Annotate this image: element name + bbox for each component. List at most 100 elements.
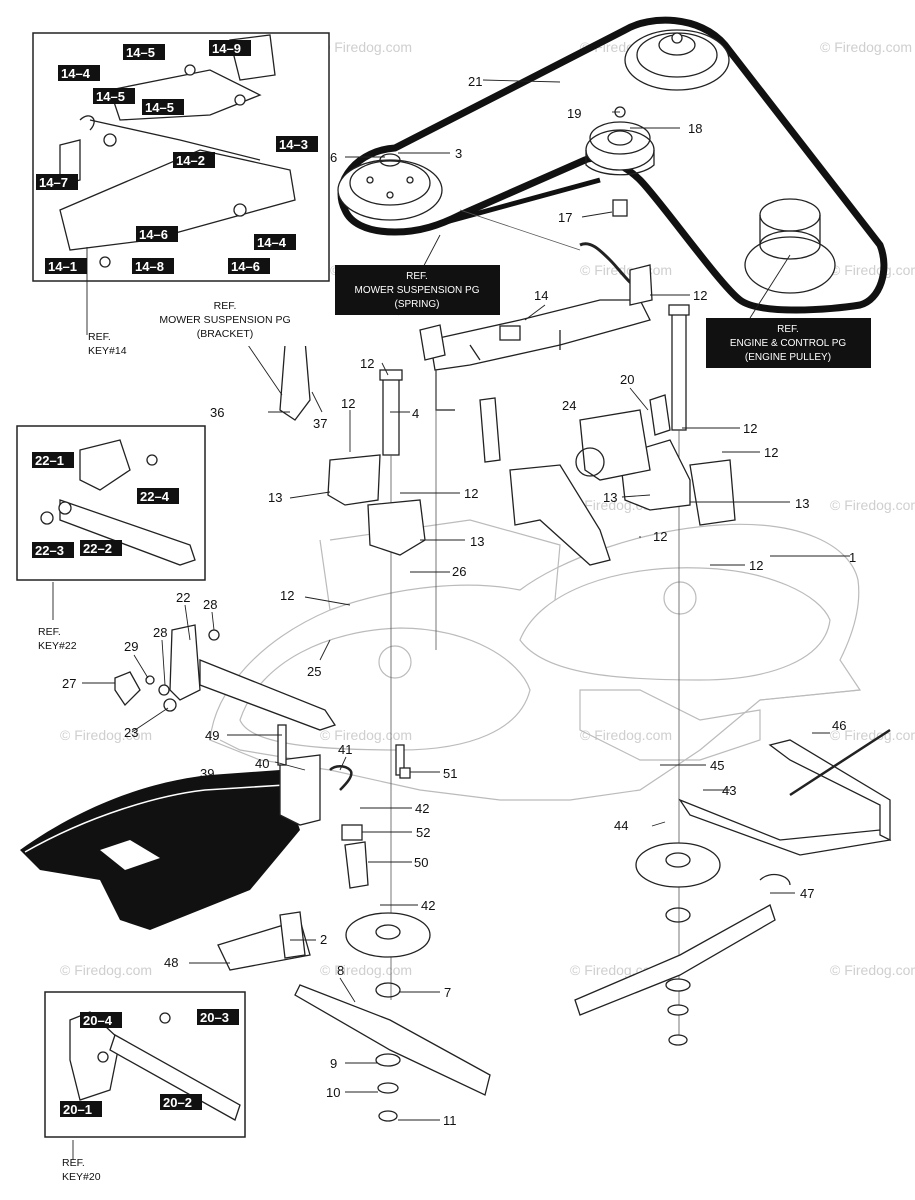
watermark: © Firedog.com	[830, 262, 915, 278]
svg-text:(ENGINE PULLEY): (ENGINE PULLEY)	[745, 352, 831, 363]
callout-14-3: 14–3	[279, 137, 308, 152]
callout-12: 12	[743, 421, 757, 436]
idler-pulley	[585, 106, 655, 217]
drive-belt	[337, 16, 888, 314]
ref-key22: REF. KEY#22	[38, 626, 77, 652]
callout-17: 17	[558, 210, 572, 225]
callout-27: 27	[62, 676, 76, 691]
callout-52: 52	[416, 825, 430, 840]
callout-14-4: 14–4	[257, 235, 287, 250]
svg-text:(SPRING): (SPRING)	[395, 299, 440, 310]
right-blade-assembly	[574, 842, 776, 1046]
callout-14-5: 14–5	[126, 45, 155, 60]
watermark: © Firedog.com	[580, 262, 672, 278]
callout-11: 11	[443, 1113, 457, 1128]
callout-12: 12	[764, 445, 778, 460]
callout-39: 39	[200, 766, 214, 781]
callout-12: 12	[693, 288, 707, 303]
callout-23: 23	[124, 725, 138, 740]
callout-14-5: 14–5	[145, 100, 174, 115]
callout-42: 42	[415, 801, 429, 816]
watermark: © Firedog.com	[320, 727, 412, 743]
callout-10: 10	[326, 1085, 340, 1100]
callout-51: 51	[443, 766, 457, 781]
deck-brackets	[279, 339, 671, 566]
watermark: © Firedog.com	[820, 39, 912, 55]
callout-20-4: 20–4	[83, 1013, 113, 1028]
watermark: © Firedog.com	[60, 962, 152, 978]
svg-text:KEY#20: KEY#20	[62, 1171, 101, 1183]
callout-22-2: 22–2	[83, 541, 112, 556]
callout-12: 12	[464, 486, 478, 501]
callout-20-1: 20–1	[63, 1102, 92, 1117]
callout-14-1: 14–1	[48, 259, 77, 274]
callout-20: 20	[620, 372, 634, 387]
callout-12: 12	[653, 529, 667, 544]
callout-1: 1	[849, 550, 856, 565]
spindle-housings	[327, 439, 736, 556]
watermark: © Firedog.com	[320, 39, 412, 55]
callout-8: 8	[337, 963, 344, 978]
callout-47: 47	[800, 886, 814, 901]
callout-49: 49	[205, 728, 219, 743]
callout-2: 2	[320, 932, 327, 947]
watermark: © Firedog.com	[830, 962, 915, 978]
callout-14-9: 14–9	[212, 41, 241, 56]
svg-text:KEY#22: KEY#22	[38, 640, 77, 652]
svg-text:REF.: REF.	[406, 271, 428, 282]
svg-text:KEY#14: KEY#14	[88, 345, 127, 357]
discharge-chute	[20, 770, 300, 930]
callout-44: 44	[614, 818, 628, 833]
pulley-top	[624, 29, 730, 91]
callout-22-3: 22–3	[35, 543, 64, 558]
callout-28: 28	[203, 597, 217, 612]
watermark: © Firedog.com	[60, 727, 152, 743]
callout-12: 12	[341, 396, 355, 411]
callout-6: 6	[330, 150, 337, 165]
svg-text:REF.: REF.	[214, 300, 237, 312]
callout-19: 19	[567, 106, 581, 121]
ref-key20: REF. KEY#20	[62, 1157, 101, 1183]
chute-hardware	[217, 724, 411, 971]
callout-36: 36	[210, 405, 224, 420]
callout-13: 13	[795, 496, 809, 511]
callout-41: 41	[338, 742, 352, 757]
svg-text:MOWER SUSPENSION PG: MOWER SUSPENSION PG	[354, 285, 479, 296]
callout-21: 21	[468, 74, 482, 89]
callout-13: 13	[470, 534, 484, 549]
callout-14-2: 14–2	[176, 153, 205, 168]
ref-key14: REF. KEY#14	[88, 331, 127, 357]
left-blade-assembly	[294, 912, 491, 1122]
callout-7: 7	[444, 985, 451, 1000]
callout-40: 40	[255, 756, 269, 771]
svg-text:REF.: REF.	[777, 324, 799, 335]
part-labels: 1 2 3 4 6 7 8 9 10 11 12 12 12 12 12 12 …	[62, 74, 856, 1128]
callout-9: 9	[330, 1056, 337, 1071]
callout-42: 42	[421, 898, 435, 913]
svg-text:MOWER SUSPENSION PG: MOWER SUSPENSION PG	[159, 314, 290, 326]
callout-14-8: 14–8	[135, 259, 164, 274]
svg-text:ENGINE & CONTROL PG: ENGINE & CONTROL PG	[730, 338, 847, 349]
callout-45: 45	[710, 758, 724, 773]
callout-48: 48	[164, 955, 178, 970]
inset-key20	[44, 991, 246, 1138]
idler-arm-assembly	[419, 209, 653, 411]
callout-43: 43	[722, 783, 736, 798]
callout-18: 18	[688, 121, 702, 136]
pulley-left	[337, 153, 443, 221]
callout-14-6: 14–6	[139, 227, 168, 242]
svg-text:REF.: REF.	[62, 1157, 85, 1169]
callout-24: 24	[562, 398, 576, 413]
callout-22-4: 22–4	[140, 489, 170, 504]
callout-20-3: 20–3	[200, 1010, 229, 1025]
svg-text:REF.: REF.	[88, 331, 111, 343]
callout-12: 12	[749, 558, 763, 573]
ref-box-bracket: REF. MOWER SUSPENSION PG (BRACKET)	[135, 296, 315, 346]
rear-hanger-frame	[678, 728, 892, 886]
watermark: © Firedog.com	[830, 727, 915, 743]
watermark: © Firedog.com	[580, 727, 672, 743]
callout-12: 12	[280, 588, 294, 603]
callout-20-2: 20–2	[163, 1095, 192, 1110]
callout-14-5: 14–5	[96, 89, 125, 104]
